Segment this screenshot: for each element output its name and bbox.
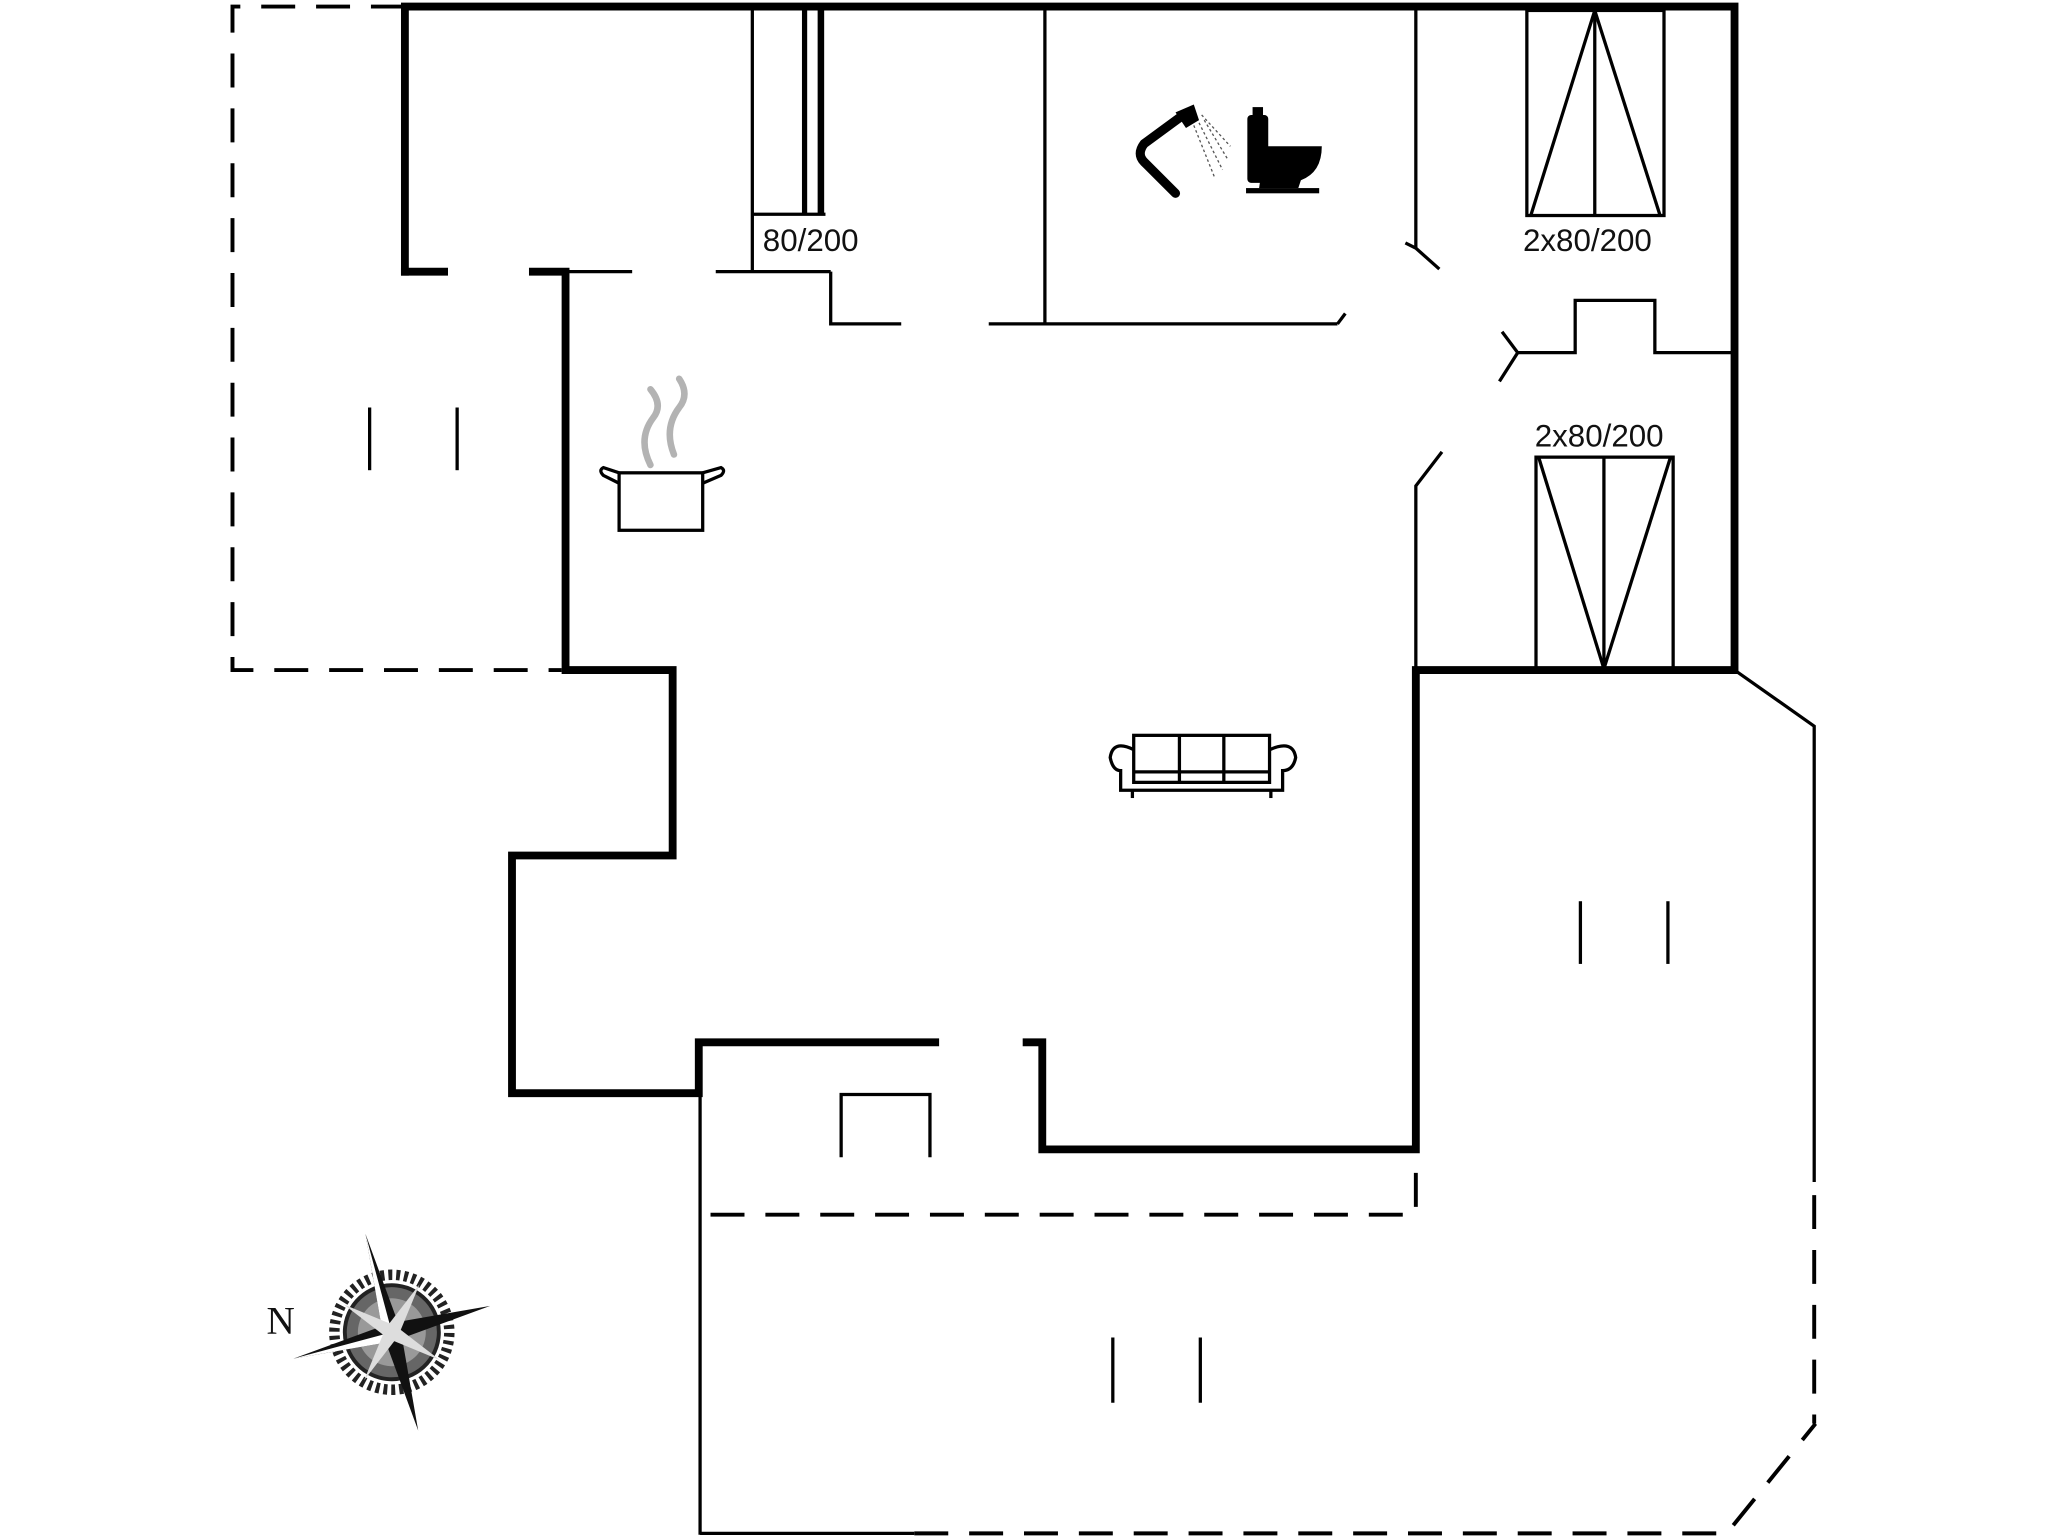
- bed-double-1: [1525, 8, 1666, 218]
- interior-walls: [565, 6, 1732, 671]
- bed-label-3: 2x80/200: [1535, 419, 1664, 454]
- terrace-east: [698, 668, 1818, 1536]
- terrace-west: [230, 4, 562, 672]
- bed-label-2: 2x80/200: [1523, 223, 1652, 258]
- compass-rose-icon: [293, 1233, 491, 1431]
- shower-icon: [1135, 104, 1231, 198]
- compass-north-label: N: [266, 1300, 294, 1343]
- toilet-icon: [1246, 107, 1322, 194]
- cooking-pot-icon: [599, 375, 726, 532]
- bed-double-2: [1534, 455, 1675, 672]
- bed-label-1: 80/200: [763, 223, 859, 258]
- sofa-icon: [1108, 733, 1298, 799]
